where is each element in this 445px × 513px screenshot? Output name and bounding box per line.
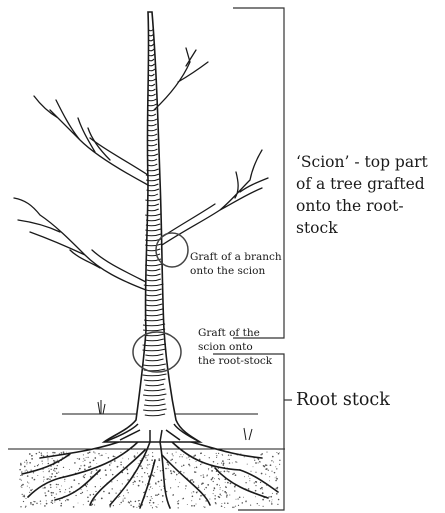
scion-graft-label: Graft of the scion onto the root-stock: [198, 326, 298, 368]
root-stock-label: Root stock: [296, 389, 390, 411]
scion-label: ‘Scion’ - top part of a tree grafted ont…: [296, 151, 444, 239]
root-stock-bracket: [213, 354, 284, 510]
trunk: [104, 12, 200, 442]
branch-graft-label: Graft of a branch onto the scion: [190, 250, 290, 278]
scion-bracket: [233, 8, 284, 338]
